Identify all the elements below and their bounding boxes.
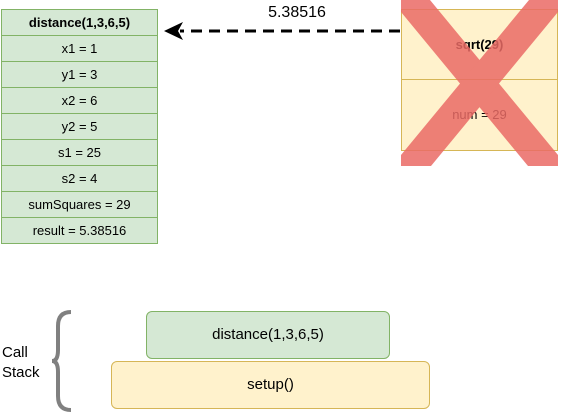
frame-variable-row: s1 = 25 bbox=[2, 140, 157, 166]
frame-variable-row: y2 = 5 bbox=[2, 114, 157, 140]
distance-frame-title: distance(1,3,6,5) bbox=[2, 10, 157, 36]
frame-variable-row: x2 = 6 bbox=[2, 88, 157, 114]
frame-variable-row: sumSquares = 29 bbox=[2, 192, 157, 218]
distance-frame-table: distance(1,3,6,5) x1 = 1 y1 = 3 x2 = 6 y… bbox=[1, 9, 158, 244]
frame-variable-row: result = 5.38516 bbox=[32, 223, 127, 238]
return-value-label: 5.38516 bbox=[268, 4, 326, 21]
call-stack-label-line1: Call bbox=[2, 344, 28, 361]
call-stack-brace bbox=[51, 310, 72, 412]
stack-frame-distance: distance(1,3,6,5) bbox=[146, 311, 390, 359]
frame-variable-row: s2 = 4 bbox=[2, 166, 157, 192]
sqrt-frame-variable: num = 29 bbox=[452, 107, 507, 122]
return-arrow-head bbox=[164, 22, 183, 40]
frame-variable-row: y1 = 3 bbox=[2, 62, 157, 88]
sqrt-frame-table: sqrt(29) num = 29 bbox=[401, 9, 558, 151]
return-arrow bbox=[164, 22, 400, 40]
call-stack-label-line2: Stack bbox=[2, 364, 40, 381]
call-stack-label: Call Stack bbox=[2, 343, 40, 383]
sqrt-frame-title: sqrt(29) bbox=[402, 10, 557, 80]
stack-frame-setup: setup() bbox=[111, 361, 430, 409]
frame-variable-row: x1 = 1 bbox=[2, 36, 157, 62]
